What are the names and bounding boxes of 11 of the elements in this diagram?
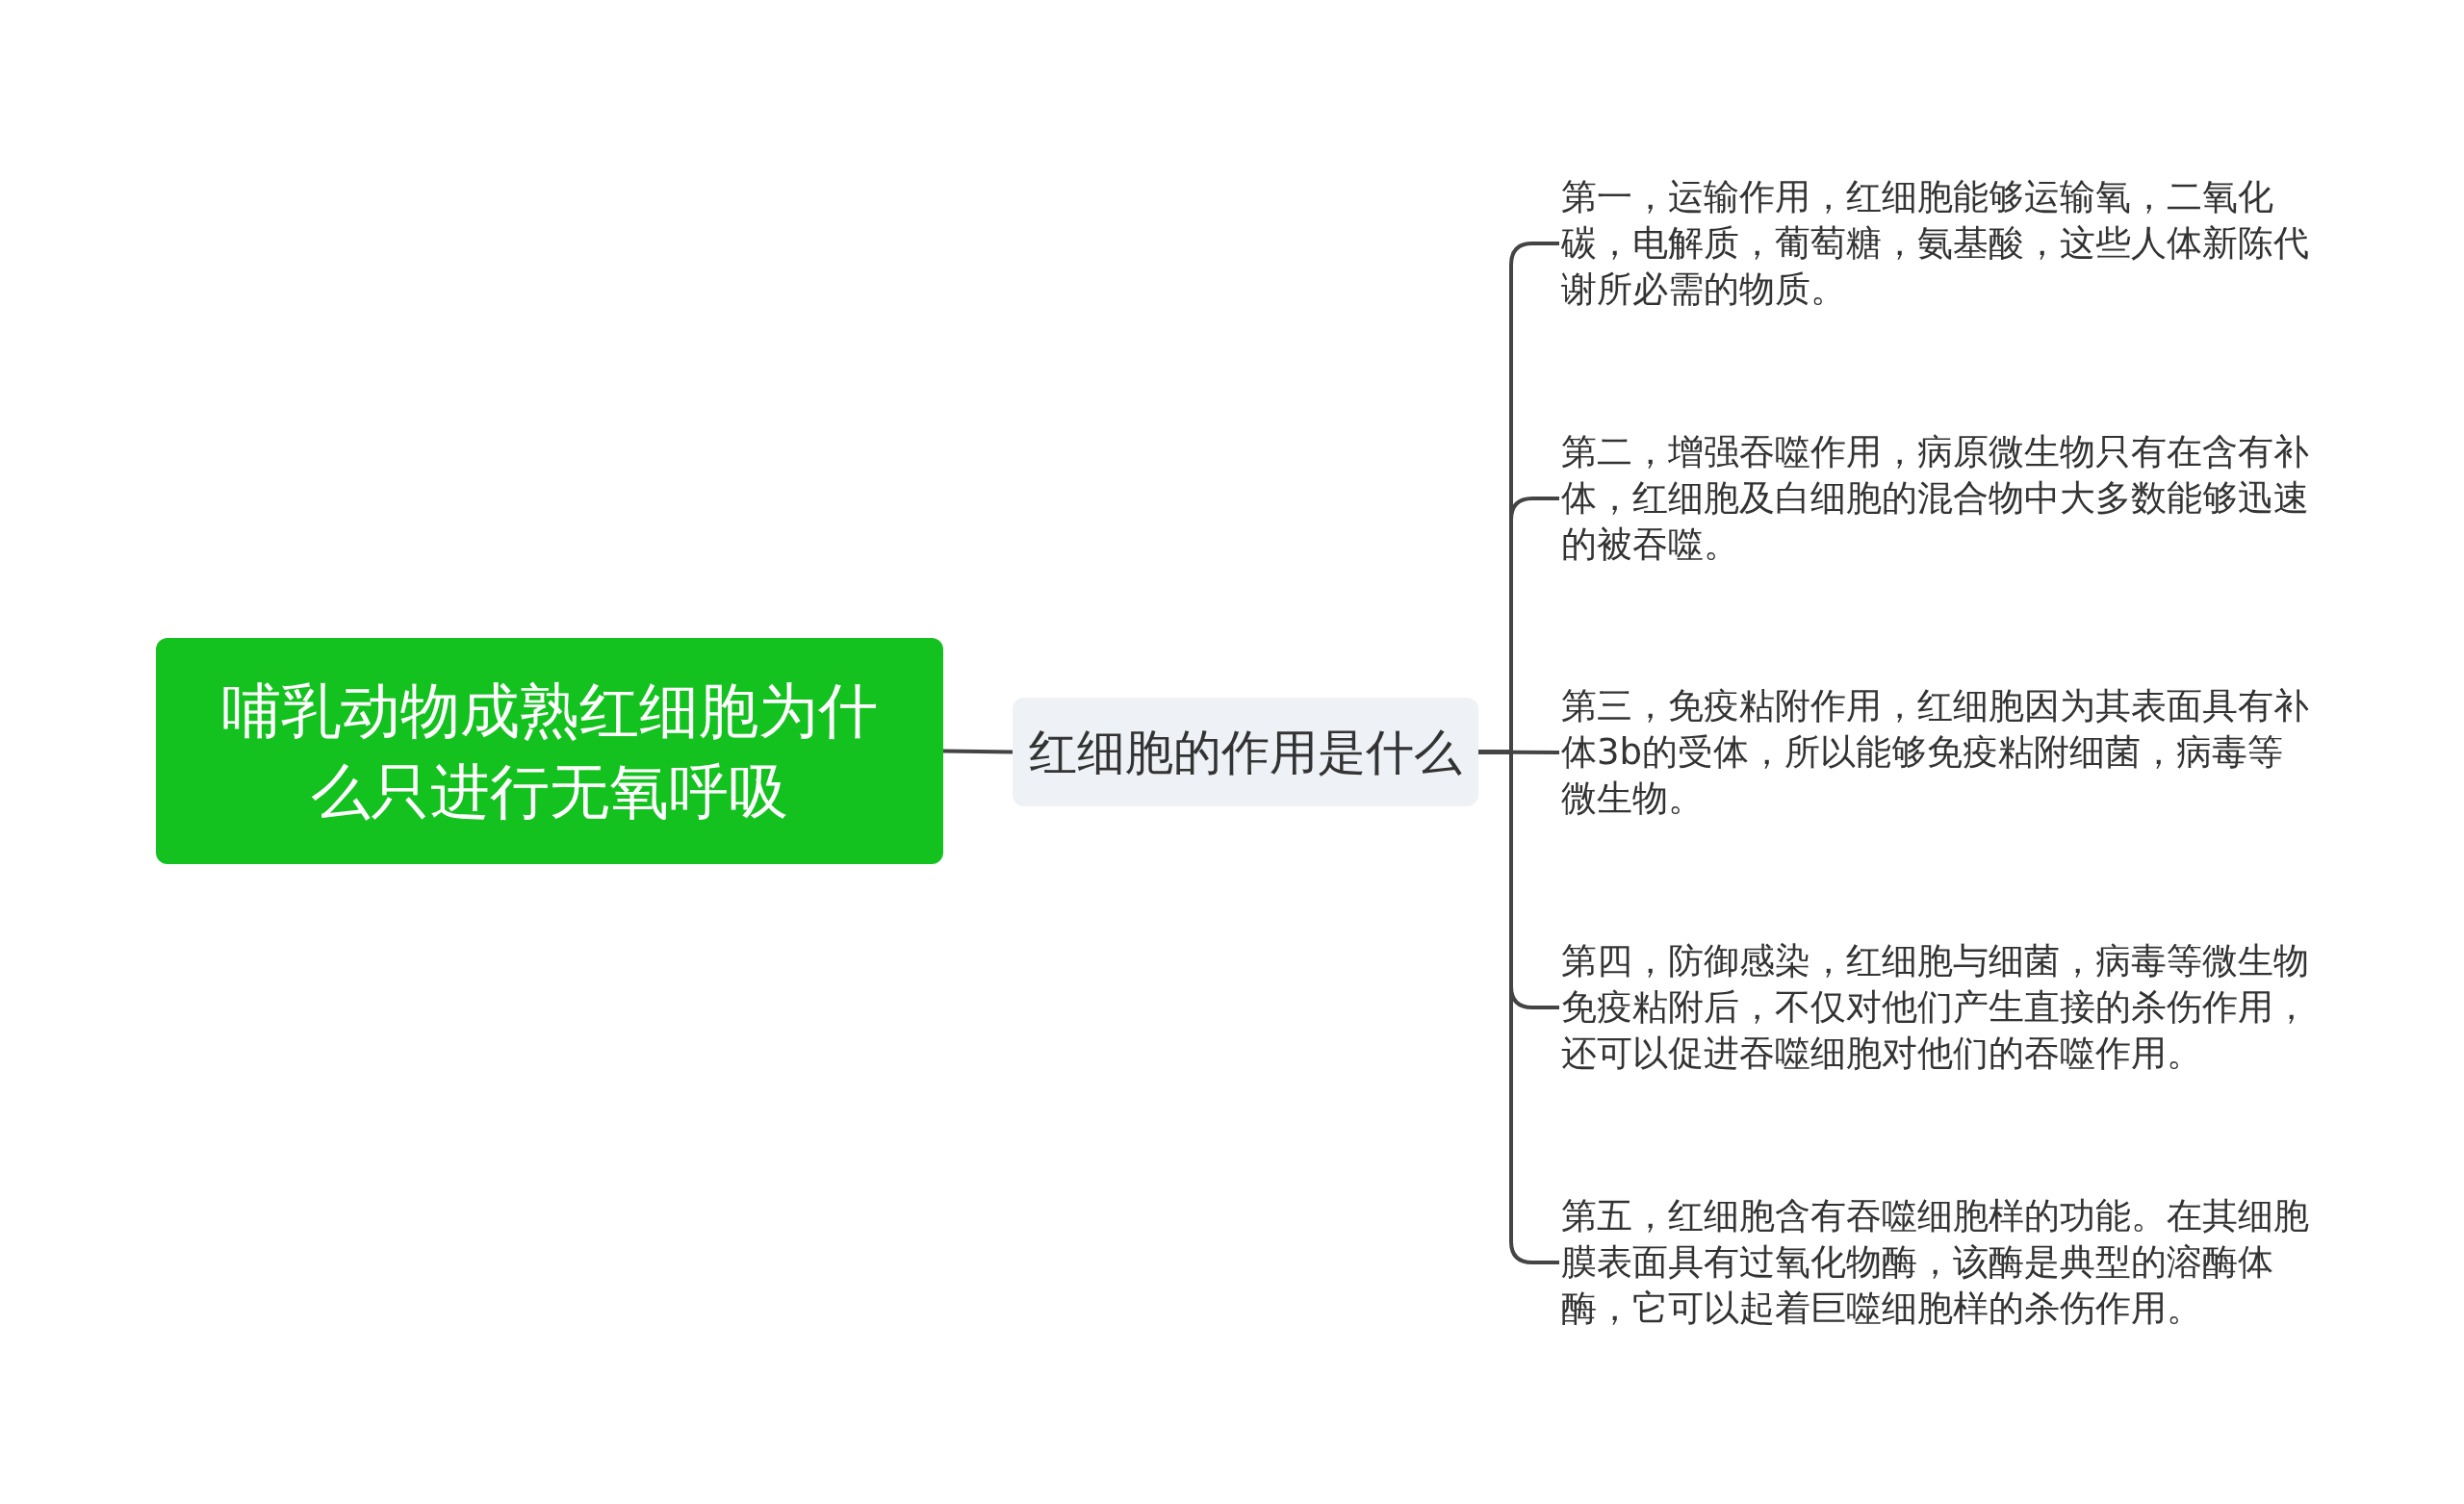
connector-line bbox=[1478, 750, 1559, 1264]
topic-box bbox=[1013, 698, 1478, 806]
paragraph-text: 第四，防御感染，红细胞与细菌，病毒等微生物免疫粘附后，不仅对他们产生直接的杀伤作用，还可以促进吞噬细胞对他们的吞噬作用。 bbox=[1561, 939, 2310, 1076]
paragraph-text: 第二，增强吞噬作用，病原微生物只有在含有补体，红细胞及白细胞的混合物中大多数能够迅速的被吞噬。 bbox=[1561, 430, 2310, 567]
paragraph-text: 第五，红细胞含有吞噬细胞样的功能。在其细胞膜表面具有过氧化物酶，该酶是典型的溶酶体酶，它可以起着巨噬细胞样的杀伤作用。 bbox=[1561, 1194, 2310, 1331]
topic-text: 红细胞的作用是什么 bbox=[1029, 723, 1462, 781]
paragraph-text: 第三，免疫粘附作用，红细胞因为其表面具有补体3b的受体，所以能够免疫粘附细菌，病毒等微生物。 bbox=[1561, 684, 2310, 821]
paragraph-text: 第一，运输作用，红细胞能够运输氧，二氧化碳，电解质，葡萄糖，氨基酸，这些人体新陈代谢所必需的物质。 bbox=[1561, 175, 2310, 312]
connector-line bbox=[942, 749, 1014, 754]
topic-text: 哺乳动物成熟红细胞为什么只进行无氧呼吸 bbox=[220, 674, 879, 828]
root-topic-box bbox=[156, 638, 943, 864]
